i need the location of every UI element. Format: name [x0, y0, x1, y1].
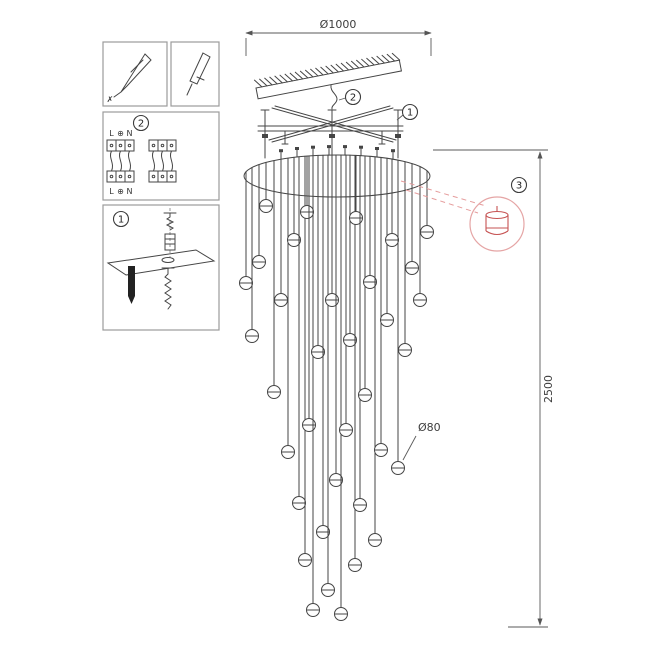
screw-right: [378, 130, 386, 145]
callout-2-badge: 2: [338, 88, 362, 106]
height-dimension: 2500: [433, 149, 555, 628]
long-screw-icon: [161, 267, 175, 310]
hatch-pattern: [253, 52, 401, 88]
width-dimension-label: Ø1000: [320, 18, 357, 31]
pendant-holder-icon: [485, 206, 509, 236]
bolt-right: [393, 109, 403, 159]
ceiling-plate: [253, 52, 403, 100]
hanger-nut: [359, 145, 363, 149]
hook: [330, 84, 338, 110]
screw-left: [281, 130, 289, 145]
svg-text:Ø80: Ø80: [418, 421, 441, 434]
callout-2-number: 2: [350, 93, 356, 104]
hanger-nut: [343, 145, 347, 149]
terminal-block-bottom-left: [106, 170, 135, 183]
panel-tool-wrong: ✗: [102, 41, 168, 107]
bolt-left: [260, 109, 270, 159]
callout-3-badge: [510, 176, 528, 194]
canopy-hangers: [279, 145, 395, 160]
screwdriver-icon: [186, 52, 211, 96]
terminal-label-n-bottom: N: [127, 187, 133, 196]
wall-plug-icon: [128, 266, 135, 304]
bolt-center: [327, 109, 337, 159]
hanger-nut: [279, 149, 283, 153]
ground-icon-bottom: ⊕: [117, 187, 124, 196]
step-2-number: 2: [138, 119, 144, 130]
wires: [110, 150, 173, 172]
mounting-bracket: [257, 105, 404, 159]
hanger-nut: [391, 149, 395, 153]
step-2-badge: [132, 114, 150, 132]
pendants-group: [239, 154, 434, 621]
hanger-nut: [327, 145, 331, 149]
step-1-badge: [112, 210, 130, 228]
step-1-number: 1: [118, 215, 124, 226]
panel-wiring: 2 L ⊕ N: [102, 111, 220, 201]
terminal-label-n-top: N: [127, 129, 133, 138]
ground-icon-top: ⊕: [117, 129, 124, 138]
ball-diameter-label: Ø80: [402, 421, 441, 461]
terminal-block-bottom-right: [148, 170, 177, 183]
hanger-nut: [295, 147, 299, 150]
terminal-label-l-top: L: [109, 129, 114, 138]
hanger-nut: [375, 147, 379, 150]
tester-pen-icon: [113, 53, 152, 98]
terminal-label-l-bottom: L: [109, 187, 114, 196]
canopy: [243, 154, 431, 198]
height-dimension-label: 2500: [542, 375, 555, 403]
screw-and-anchor-icon: [163, 208, 177, 258]
width-dimension: Ø1000: [245, 18, 432, 56]
pendant-detail-callout: 3: [400, 176, 528, 252]
wrong-tool-mark: ✗: [107, 95, 114, 104]
callout-3-number: 3: [516, 181, 522, 192]
hanger-nut: [311, 145, 315, 149]
ceiling-section: [106, 249, 216, 276]
callout-1-number: 1: [407, 108, 413, 119]
panel-anchor: 1: [102, 204, 220, 331]
callout-1-badge: 1: [396, 103, 419, 121]
panel-tool-right: [170, 41, 220, 107]
